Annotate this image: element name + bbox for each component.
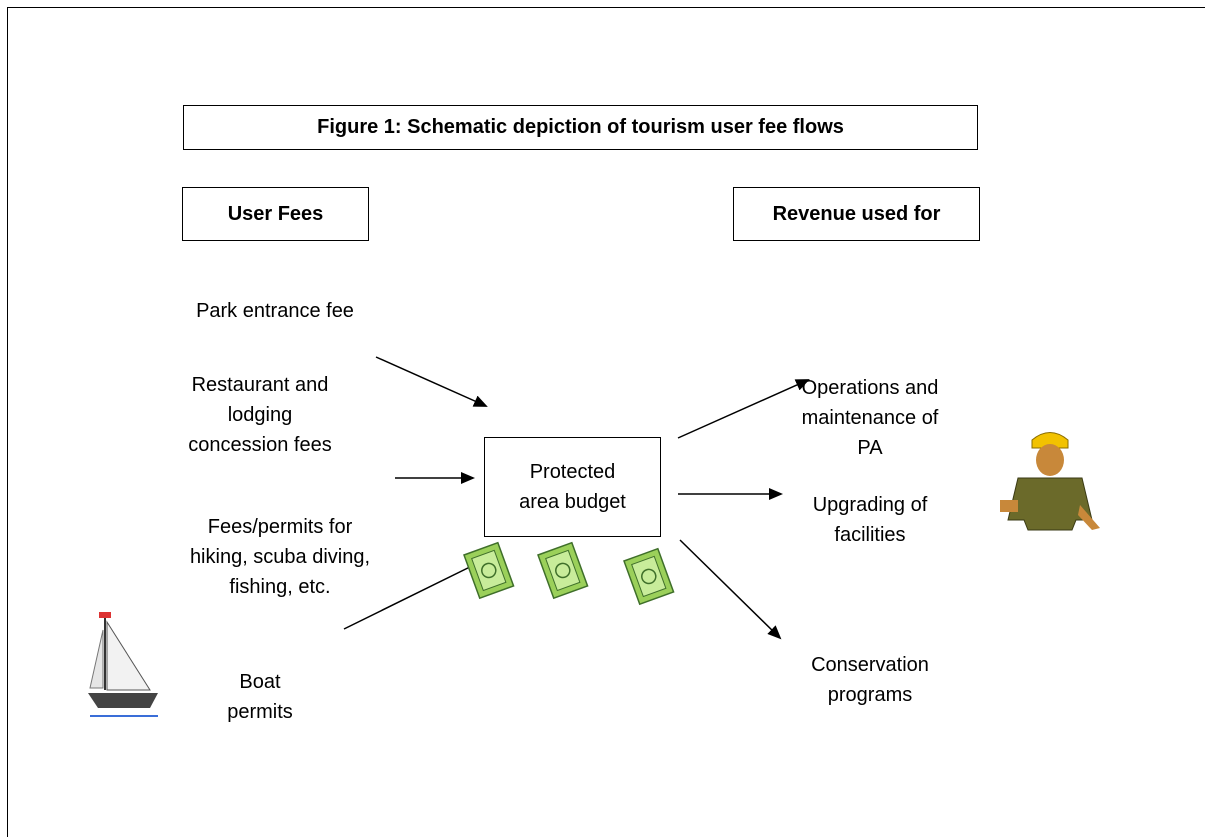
arrow-conservation bbox=[679, 539, 782, 640]
source-boat-permits: Boat permits bbox=[227, 671, 293, 723]
use-upgrading-facilities: Upgrading of facilities bbox=[812, 494, 928, 546]
arrow-fees-permits bbox=[343, 561, 482, 630]
worker-icon bbox=[1000, 432, 1100, 531]
money-icon bbox=[537, 541, 589, 600]
arrow-park-entrance bbox=[375, 356, 488, 407]
arrow-operations bbox=[677, 379, 810, 439]
source-park-entrance-fee: Park entrance fee bbox=[196, 300, 354, 322]
protected-area-budget-box: Protected area budget bbox=[484, 437, 661, 537]
sailboat-icon bbox=[88, 612, 158, 717]
source-restaurant-lodging: Restaurant and lodging concession fees bbox=[188, 374, 332, 456]
header-user-fees: User Fees bbox=[182, 187, 369, 241]
source-fees-permits: Fees/permits for hiking, scuba diving, f… bbox=[189, 516, 371, 598]
figure-title: Figure 1: Schematic depiction of tourism… bbox=[183, 105, 978, 150]
use-operations-maintenance: Operations and maintenance of PA bbox=[801, 377, 939, 459]
use-conservation-programs: Conservation programs bbox=[811, 654, 929, 706]
money-icon bbox=[463, 541, 515, 600]
money-icon bbox=[623, 547, 675, 606]
protected-area-budget-label: Protected area budget bbox=[519, 461, 626, 513]
header-revenue-used-for: Revenue used for bbox=[733, 187, 980, 241]
figure-frame bbox=[7, 7, 1205, 837]
